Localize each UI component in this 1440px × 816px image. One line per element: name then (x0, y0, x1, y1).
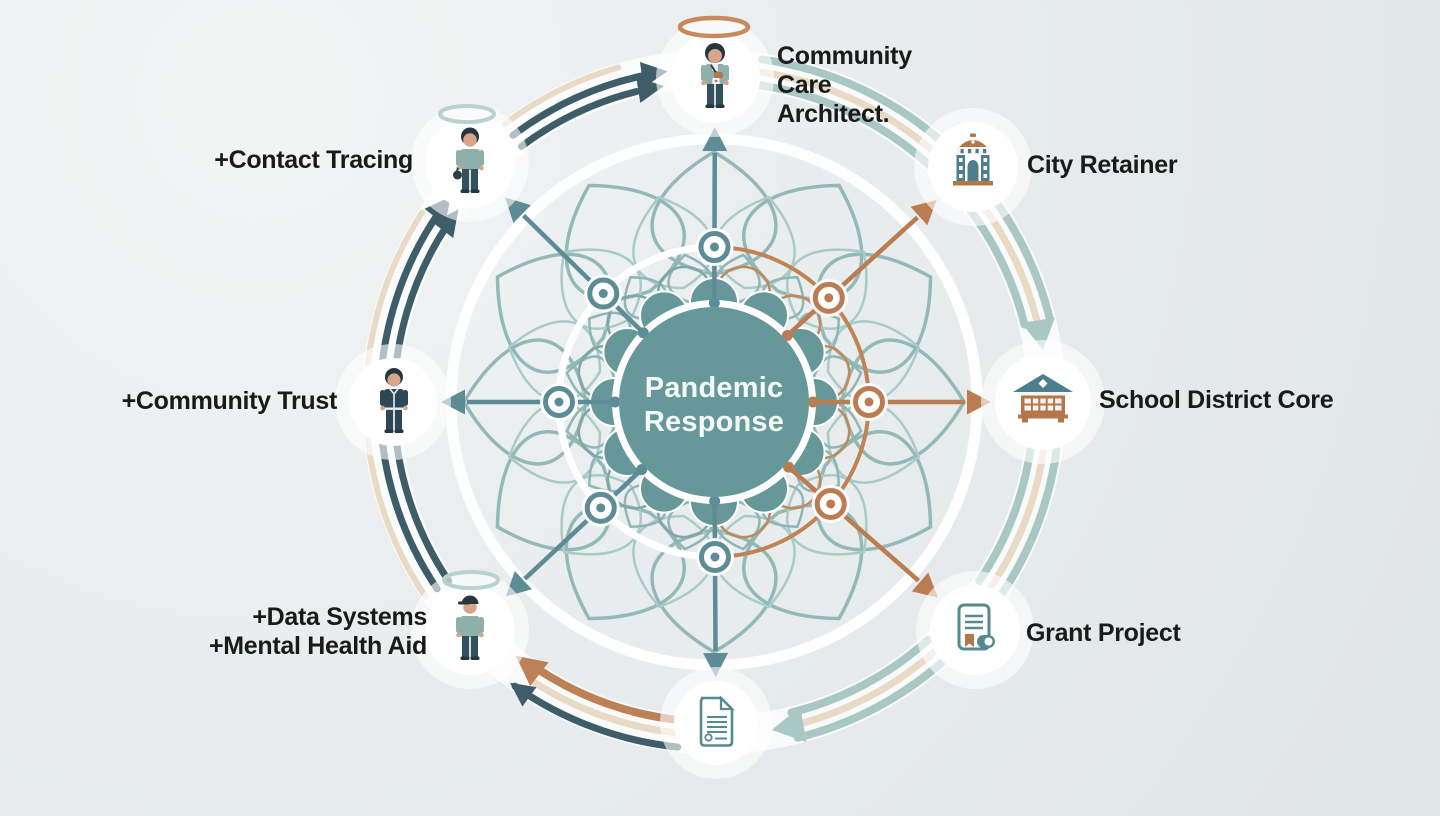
label-grant-project: Grant Project (1026, 619, 1181, 647)
node-contact-tracing (411, 104, 529, 222)
node-city-retainer (914, 108, 1032, 226)
label-community-trust: +Community Trust (121, 387, 338, 415)
grant-document-icon (957, 603, 995, 651)
center-label-line: Response (643, 406, 785, 438)
label-school-district-core: School District Core (1099, 386, 1334, 414)
halo-icon (677, 15, 751, 39)
center-hub (619, 307, 809, 497)
halo-icon (442, 570, 500, 590)
label-data-systems: +Data Systems +Mental Health Aid (208, 603, 427, 660)
person-with-badge-icon (701, 43, 729, 108)
node-grant-project (916, 571, 1034, 689)
halo-icon (438, 104, 496, 124)
school-building-icon (1013, 374, 1073, 423)
node-community-trust (335, 344, 451, 460)
center-circle (619, 307, 809, 497)
node-community-care-architect (656, 15, 774, 137)
label-city-retainer: City Retainer (1027, 151, 1178, 179)
person-with-bag-icon (453, 127, 484, 193)
center-label-line: Pandemic (644, 372, 784, 404)
document-icon (699, 695, 735, 747)
node-report-document (660, 667, 772, 779)
city-hall-icon (953, 133, 993, 186)
center-label: Pandemic Response (594, 371, 834, 439)
node-school-district-core (981, 340, 1105, 464)
person-in-jacket-icon (380, 368, 408, 433)
label-community-care-architect: Community Care Architect. (777, 42, 912, 128)
label-contact-tracing: +Contact Tracing (214, 146, 413, 174)
node-data-systems (411, 570, 529, 689)
person-with-cap-icon (456, 595, 484, 660)
